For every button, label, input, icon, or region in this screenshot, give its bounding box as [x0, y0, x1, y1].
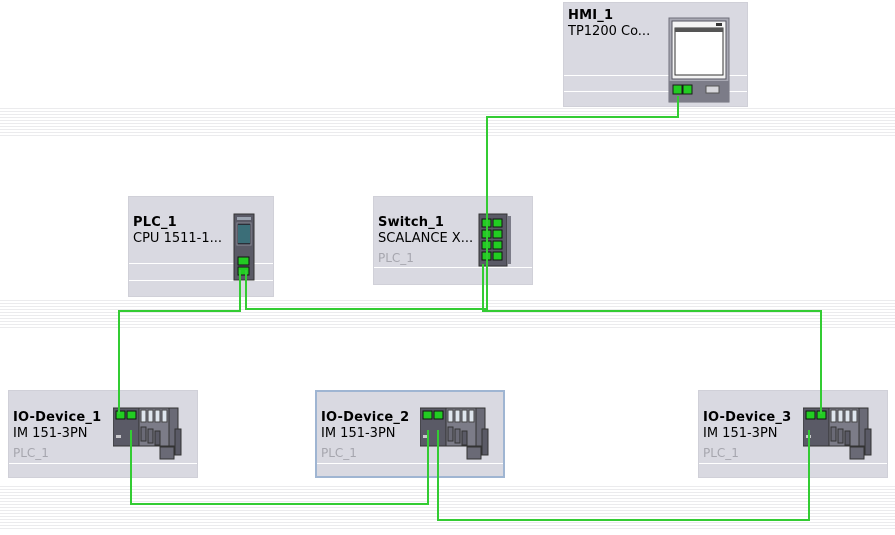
- subnet-label: PLC_1: [13, 446, 49, 460]
- io-station-icon: [803, 407, 872, 460]
- device-io-device-2[interactable]: IO-Device_2 IM 151-3PN PLC_1: [315, 390, 505, 478]
- divider: [564, 75, 747, 76]
- subnet-label: PLC_1: [703, 446, 739, 460]
- switch-to-io-device-3-connection[interactable]: [482, 264, 822, 414]
- device-plc[interactable]: PLC_1 CPU 1511-1...: [128, 196, 274, 297]
- device-name: IO-Device_1: [13, 410, 102, 425]
- divider: [699, 463, 887, 464]
- device-type: IM 151-3PN: [703, 426, 778, 441]
- device-type: SCALANCE X...: [378, 231, 474, 246]
- grid-band: [0, 486, 895, 531]
- io-station-icon: [420, 407, 489, 460]
- device-hmi[interactable]: HMI_1 TP1200 Co...: [563, 2, 748, 107]
- io-device-2-to-io-device-3-connection[interactable]: [437, 430, 810, 521]
- grid-band: [0, 108, 895, 138]
- divider: [129, 280, 273, 281]
- device-type: IM 151-3PN: [13, 426, 88, 441]
- plc-to-switch-connection[interactable]: [245, 264, 488, 310]
- device-name: HMI_1: [568, 8, 614, 23]
- device-name: IO-Device_2: [321, 410, 410, 425]
- device-io-device-1[interactable]: IO-Device_1 IM 151-3PN PLC_1: [8, 390, 198, 478]
- cpu-module-icon: [233, 213, 255, 281]
- device-name: IO-Device_3: [703, 410, 792, 425]
- divider: [317, 463, 503, 464]
- plc-to-io-device-1-connection[interactable]: [118, 270, 241, 414]
- subnet-label: PLC_1: [378, 251, 414, 265]
- device-io-device-3[interactable]: IO-Device_3 IM 151-3PN PLC_1: [698, 390, 888, 478]
- divider: [9, 463, 197, 464]
- subnet-label: PLC_1: [321, 446, 357, 460]
- divider: [129, 263, 273, 264]
- hmi-panel-icon: [668, 17, 730, 103]
- io-device-1-to-io-device-2-connection[interactable]: [130, 430, 429, 505]
- divider: [374, 267, 532, 268]
- device-type: TP1200 Co...: [568, 24, 651, 39]
- hmi-to-switch-connection[interactable]: [486, 96, 679, 264]
- device-type: CPU 1511-1...: [133, 231, 223, 246]
- io-station-icon: [113, 407, 182, 460]
- divider: [564, 91, 747, 92]
- device-name: PLC_1: [133, 215, 177, 230]
- device-type: IM 151-3PN: [321, 426, 396, 441]
- device-name: Switch_1: [378, 215, 445, 230]
